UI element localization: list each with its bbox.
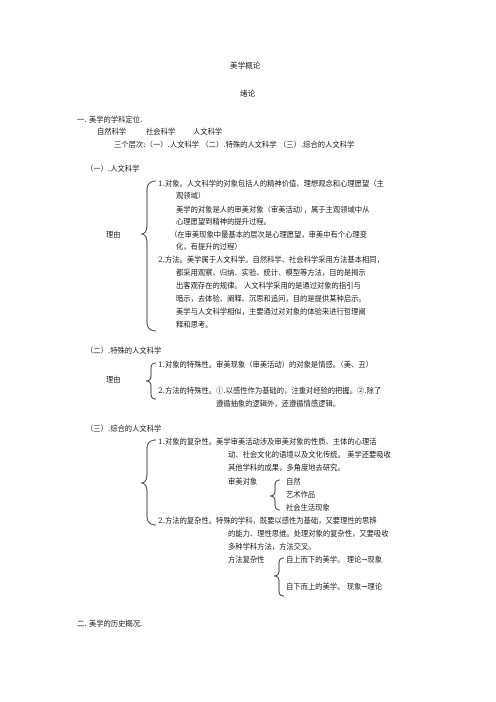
brace-rw-3 — [140, 439, 157, 526]
p1-line: 化，有提升的过程） — [176, 242, 242, 251]
science-natural: 自然科学 — [97, 127, 127, 136]
p2-line: 2.方法的特殊性。①.以感性作为基础的，注重对经验的把握。②.除了 — [158, 386, 382, 395]
doc-subtitle: 绪论 — [240, 89, 256, 98]
object-nature: 自然 — [286, 477, 301, 486]
part-3-heading: （三）.综合的人文科学 — [86, 424, 162, 433]
p3-line: 动、社会文化的语境以及文化传统。 美学还要吸收 — [228, 450, 391, 459]
bottom-up-aesthetics: 自下而上的美学。 现象→理论 — [286, 582, 382, 591]
science-humanities: 人文科学 — [193, 127, 223, 136]
section-1-heading: 一. 美学的学科定位. — [77, 115, 143, 124]
object-social-life: 社会生活现象 — [286, 503, 330, 512]
doc-title: 美学概论 — [230, 61, 261, 70]
p1-line: 1.对象。人文科学的对象包括人的精神价值、理想观念和心理愿望（主 — [158, 179, 384, 188]
brace-rw-2 — [145, 362, 157, 400]
part-2-heading: （二）.特殊的人文科学 — [86, 346, 162, 355]
p3-line: 的能力、理性思维。处理对象的复杂性，又要吸收 — [228, 529, 389, 538]
p1-line: 2.方法。美学属于人文科学。自然科学、社会科学采用方法基本相同， — [158, 255, 384, 264]
brace-aesthetic-object — [269, 479, 281, 511]
p1-line: 都采用观察、归纳、实验、统计、模型等方法，目的是揭示 — [176, 268, 366, 277]
p1-line: 观领域） — [176, 191, 206, 200]
p1-line: 美学的对象是人的审美对象（审美活动），属于主观领域中从 — [176, 205, 370, 214]
method-complexity-label: 方法复杂性 — [228, 555, 265, 564]
p3-line: 2.方法的复杂性。特殊的学科，既要以感性为基础，又要理性的思辨 — [158, 516, 377, 525]
p3-line: 其他学科的成果，多角度地去研究。 — [228, 463, 345, 472]
object-artwork: 艺术作品 — [286, 490, 316, 499]
part-2-reason: 理由 — [106, 375, 121, 384]
p3-line: 1.对象的复杂性。美学审美活动涉及审美对象的性质、主体的心理活 — [158, 437, 377, 446]
brace-method-complexity — [273, 557, 285, 597]
three-levels: 三个层次:（一）.人文科学 （二）.特殊的人文科学 （三）.综合的人文科学 — [114, 140, 355, 149]
brace-rw-1 — [140, 180, 157, 332]
p2-line: 遵循抽象的逻辑外，还遵循情感逻辑。 — [216, 399, 341, 408]
top-down-aesthetics: 自上而下的美学。 理论→现象 — [286, 555, 382, 564]
aesthetic-object-label: 审美对象 — [228, 477, 258, 486]
part-1-heading: （一）.人文科学 — [86, 164, 140, 173]
part-1-reason: 理由 — [106, 230, 121, 239]
p1-line: 释和思考。 — [176, 320, 213, 329]
p1-line: （在审美现象中最基本的层次是心理愿望，审美中有个心理变 — [170, 230, 368, 239]
p1-line: 心理愿望到精神的提升过程。 — [176, 217, 271, 226]
p2-line: 1.对象的特殊性。审美现象（审美活动）的对象是情感。（美、丑） — [158, 360, 373, 369]
science-social: 社会科学 — [146, 127, 176, 136]
p1-line: 暗示，去体验、阐释、沉思和追问，目的是提供某种启示。 — [176, 294, 366, 303]
p3-line: 多种学科方法，方法交叉。 — [228, 542, 316, 551]
p1-line: 出客观存在的规律。 人文科学采用的是通过对象的指引与 — [176, 281, 361, 290]
section-2-heading: 二. 美学的历史概况. — [77, 619, 143, 628]
p1-line: 美学与人文科学相似，主要通过对对象的体验来进行哲理阐 — [176, 307, 366, 316]
